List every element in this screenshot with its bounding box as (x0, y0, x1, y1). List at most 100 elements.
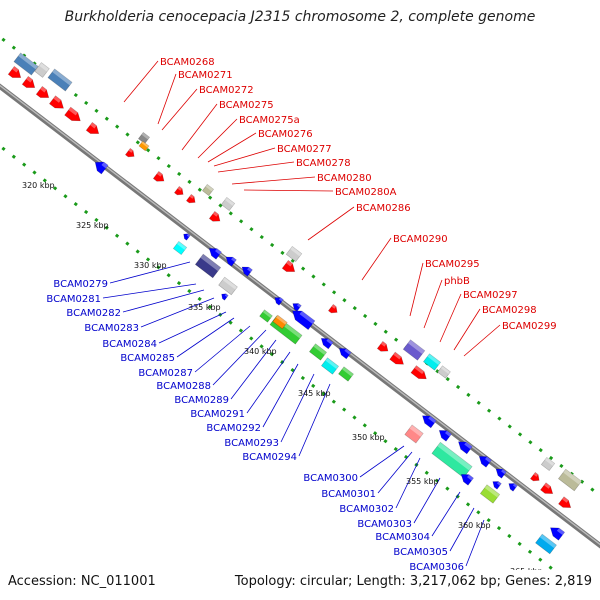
forward-gene-label[interactable]: BCAM0275a (239, 115, 300, 126)
forward-gene-label[interactable]: BCAM0297 (463, 290, 518, 301)
reverse-gene-label[interactable]: BCAM0289 (174, 395, 229, 406)
reverse-gene-label[interactable]: BCAM0279 (53, 279, 108, 290)
forward-gene-arrow (21, 75, 36, 88)
forward-gene-arrow (410, 365, 427, 380)
reverse-gene-label[interactable]: BCAM0294 (242, 452, 297, 463)
forward-gene-arrow (35, 85, 50, 98)
reverse-gene-label[interactable]: BCAM0281 (46, 294, 101, 305)
forward-gene-label[interactable]: BCAM0268 (160, 57, 215, 68)
gene-box (285, 245, 303, 263)
leader-line (453, 308, 481, 351)
leader-line (409, 262, 424, 317)
forward-gene-arrow (376, 340, 389, 352)
gene-box (535, 533, 557, 555)
reverse-gene-label[interactable]: BCAM0302 (339, 504, 394, 515)
reverse-gene-label[interactable]: BCAM0291 (190, 409, 245, 420)
leader-line (423, 279, 443, 329)
reverse-gene-label[interactable]: BCAM0284 (102, 339, 157, 350)
forward-gene-label[interactable]: BCAM0280A (335, 187, 397, 198)
forward-gene-label[interactable]: phbB (444, 276, 470, 287)
forward-gene-label[interactable]: BCAM0277 (277, 144, 332, 155)
gene-box (172, 240, 188, 256)
leader-line (109, 261, 191, 284)
reverse-gene-arrow (183, 233, 191, 241)
scale-label: 350 kbp (352, 433, 385, 442)
forward-gene-label[interactable]: BCAM0276 (258, 129, 313, 140)
reverse-gene-arrow (225, 256, 237, 267)
forward-gene-label[interactable]: BCAM0275 (219, 100, 274, 111)
reverse-gene-arrow (338, 348, 352, 360)
gene-box (34, 62, 50, 78)
scale-label: 345 kbp (298, 389, 331, 398)
reverse-gene-label[interactable]: BCAM0293 (224, 438, 279, 449)
forward-gene-label[interactable]: BCAM0295 (425, 259, 480, 270)
reverse-gene-label[interactable]: BCAM0282 (66, 308, 121, 319)
reverse-gene-label[interactable]: BCAM0304 (375, 532, 430, 543)
reverse-gene-label[interactable]: BCAM0285 (120, 353, 175, 364)
tick-dot-line (0, 35, 600, 498)
reverse-gene-arrow (94, 161, 109, 175)
reverse-gene-label[interactable]: BCAM0292 (206, 423, 261, 434)
leader-line (181, 103, 218, 151)
gene-box (47, 68, 73, 92)
forward-gene-arrow (48, 95, 64, 109)
forward-gene-label[interactable]: BCAM0299 (502, 321, 557, 332)
reverse-gene-labels: BCAM0279BCAM0281BCAM0282BCAM0283BCAM0284… (46, 279, 464, 573)
forward-gene-label[interactable]: BCAM0298 (482, 305, 537, 316)
reverse-gene-label[interactable]: BCAM0301 (321, 489, 376, 500)
leader-line (361, 237, 392, 281)
forward-gene-arrow (85, 121, 100, 134)
reverse-gene-arrow (495, 468, 507, 479)
forward-gene-label[interactable]: BCAM0278 (296, 158, 351, 169)
reverse-gene-label[interactable]: BCAM0283 (84, 323, 139, 334)
leader-line (359, 445, 405, 478)
gene-box (137, 131, 151, 145)
forward-gene-label[interactable]: BCAM0290 (393, 234, 448, 245)
label-leader-lines (102, 60, 501, 567)
scale-label: 365 kbp (510, 567, 543, 576)
reverse-gene-arrow (508, 483, 518, 492)
reverse-gene-arrow (292, 303, 302, 312)
scale-label: 330 kbp (134, 261, 167, 270)
reverse-gene-label[interactable]: BCAM0287 (138, 368, 193, 379)
leader-line (158, 311, 227, 344)
leader-line (207, 132, 257, 163)
forward-gene-label[interactable]: BCAM0280 (317, 173, 372, 184)
leader-line (140, 297, 215, 328)
forward-gene-arrow (327, 303, 338, 314)
forward-gene-label[interactable]: BCAM0271 (178, 70, 233, 81)
forward-gene-arrow (64, 106, 81, 122)
gene-box (272, 314, 288, 330)
reverse-gene-arrow (274, 297, 284, 306)
leader-line (123, 60, 159, 103)
leader-line (246, 351, 291, 414)
scale-label: 335 kbp (188, 303, 221, 312)
reverse-gene-label[interactable]: BCAM0305 (393, 547, 448, 558)
leader-line (243, 189, 334, 192)
forward-gene-arrow (540, 482, 554, 494)
forward-gene-label[interactable]: BCAM0272 (199, 85, 254, 96)
gene-box (308, 343, 328, 361)
leader-line (217, 161, 295, 173)
forward-gene-arrow (529, 471, 540, 482)
reverse-gene-label[interactable]: BCAM0303 (357, 519, 412, 530)
reverse-gene-arrow (292, 310, 316, 331)
gene-box (13, 52, 39, 76)
reverse-gene-label[interactable]: BCAM0300 (303, 473, 358, 484)
reverse-gene-label[interactable]: BCAM0288 (156, 381, 211, 392)
gene-box (194, 253, 222, 279)
leader-line (176, 317, 235, 358)
leader-line (463, 324, 501, 357)
gene-box (422, 353, 442, 371)
reverse-gene-arrow (478, 456, 492, 468)
reverse-gene-arrow (438, 430, 452, 442)
reverse-gene-label[interactable]: BCAM0306 (409, 562, 464, 573)
leader-line (449, 507, 475, 552)
scale-label: 320 kbp (22, 181, 55, 190)
forward-gene-arrow (124, 147, 135, 158)
gene-box (338, 366, 354, 382)
gene-box (557, 468, 583, 492)
forward-gene-label[interactable]: BCAM0286 (356, 203, 411, 214)
reverse-gene-arrow (241, 266, 253, 277)
